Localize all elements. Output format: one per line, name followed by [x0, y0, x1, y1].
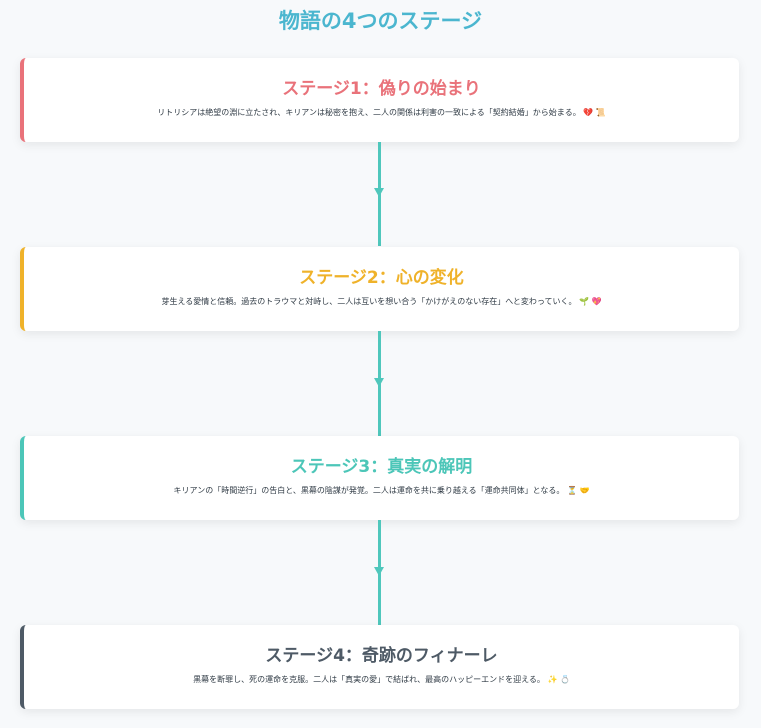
stage-title: ステージ3：真実の解明 [290, 457, 473, 477]
stage-card-4: ステージ4：奇跡のフィナーレ 黒幕を断罪し、死の運命を克服。二人は「真実の愛」で… [20, 625, 739, 709]
stage-card-1: ステージ1：偽りの始まり リトリシアは絶望の淵に立たされ、キリアンは秘密を抱え、… [20, 58, 739, 142]
arrow-down-icon [374, 567, 384, 576]
stage-description: キリアンの「時間逆行」の告白と、黒幕の陰謀が発覚。二人は運命を共に乗り越える「運… [173, 486, 590, 495]
stage-title: ステージ2：心の変化 [299, 268, 464, 288]
stage-description: リトリシアは絶望の淵に立たされ、キリアンは秘密を抱え、二人の関係は利害の一致によ… [157, 108, 606, 117]
stage-card-3: ステージ3：真実の解明 キリアンの「時間逆行」の告白と、黒幕の陰謀が発覚。二人は… [20, 436, 739, 520]
stage-description: 芽生える愛情と信頼。過去のトラウマと対峙し、二人は互いを想い合う「かけがえのない… [161, 297, 602, 306]
arrow-down-icon [374, 378, 384, 387]
stage-title: ステージ1：偽りの始まり [282, 79, 481, 99]
stage-description: 黒幕を断罪し、死の運命を克服。二人は「真実の愛」で結ばれ、最高のハッピーエンドを… [193, 675, 570, 684]
stage-card-2: ステージ2：心の変化 芽生える愛情と信頼。過去のトラウマと対峙し、二人は互いを想… [20, 247, 739, 331]
page-title: 物語の4つのステージ [278, 9, 483, 33]
arrow-down-icon [374, 188, 384, 197]
stage-title: ステージ4：奇跡のフィナーレ [265, 646, 498, 666]
